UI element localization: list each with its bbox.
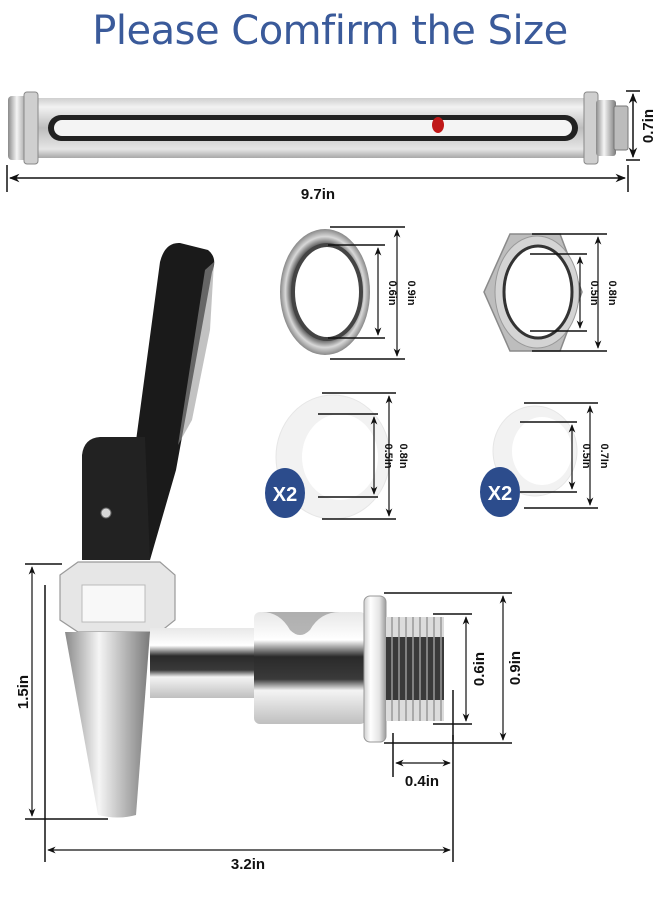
spigot-length-label: 3.2in — [231, 856, 265, 873]
large-gasket-outer-label: 0.8In — [397, 443, 409, 468]
small-gasket-outer-label: 0.7In — [598, 443, 610, 468]
small-gasket-dimensions: 0.5In 0.7In — [520, 402, 610, 509]
small-silicone-gasket — [492, 405, 578, 497]
sight-glass-length-label: 9.7in — [301, 186, 335, 203]
spigot-thread-length-label: 0.4in — [405, 773, 439, 790]
sight-glass-diameter-label: 0.7in — [640, 109, 657, 143]
svg-text:X2: X2 — [273, 484, 297, 506]
metal-washer — [280, 229, 370, 355]
large-gasket-inner-label: 0.5In — [382, 443, 394, 468]
sight-glass-dimensions: 9.7in 0.7in — [6, 90, 657, 203]
hex-nut-outer-label: 0.8In — [606, 280, 618, 305]
spigot-lever — [82, 242, 215, 560]
metal-washer-inner-label: 0.6in — [386, 280, 398, 305]
spigot-dimensions: 1.5in 3.2in 0.9in 0.6in 0.4in — [15, 563, 524, 873]
hex-nut-inner-label: 0.5In — [588, 280, 600, 305]
spigot-faucet — [59, 242, 444, 818]
sight-glass-tube — [8, 91, 629, 165]
spigot-flange-diameter-label: 0.9in — [507, 651, 524, 685]
float-indicator-icon — [432, 117, 444, 133]
small-gasket-quantity-badge: X2 — [480, 467, 520, 517]
small-gasket-inner-label: 0.5In — [580, 443, 592, 468]
large-gasket-quantity-badge: X2 — [265, 468, 305, 518]
pivot-pin-icon — [100, 507, 112, 519]
metal-washer-outer-label: 0.9in — [405, 280, 417, 305]
hex-nut-dimensions: 0.5In 0.8In — [530, 233, 618, 352]
page-title: Please Comfirm the Size — [92, 8, 568, 54]
spigot-thread-diameter-label: 0.6in — [471, 652, 488, 686]
metal-washer-dimensions: 0.6in 0.9in — [328, 226, 417, 360]
svg-text:X2: X2 — [488, 483, 512, 505]
hex-nut — [483, 233, 583, 352]
spigot-height-label: 1.5in — [15, 675, 32, 709]
spigot-thread — [386, 617, 444, 721]
large-gasket-dimensions: 0.5In 0.8In — [318, 392, 409, 520]
